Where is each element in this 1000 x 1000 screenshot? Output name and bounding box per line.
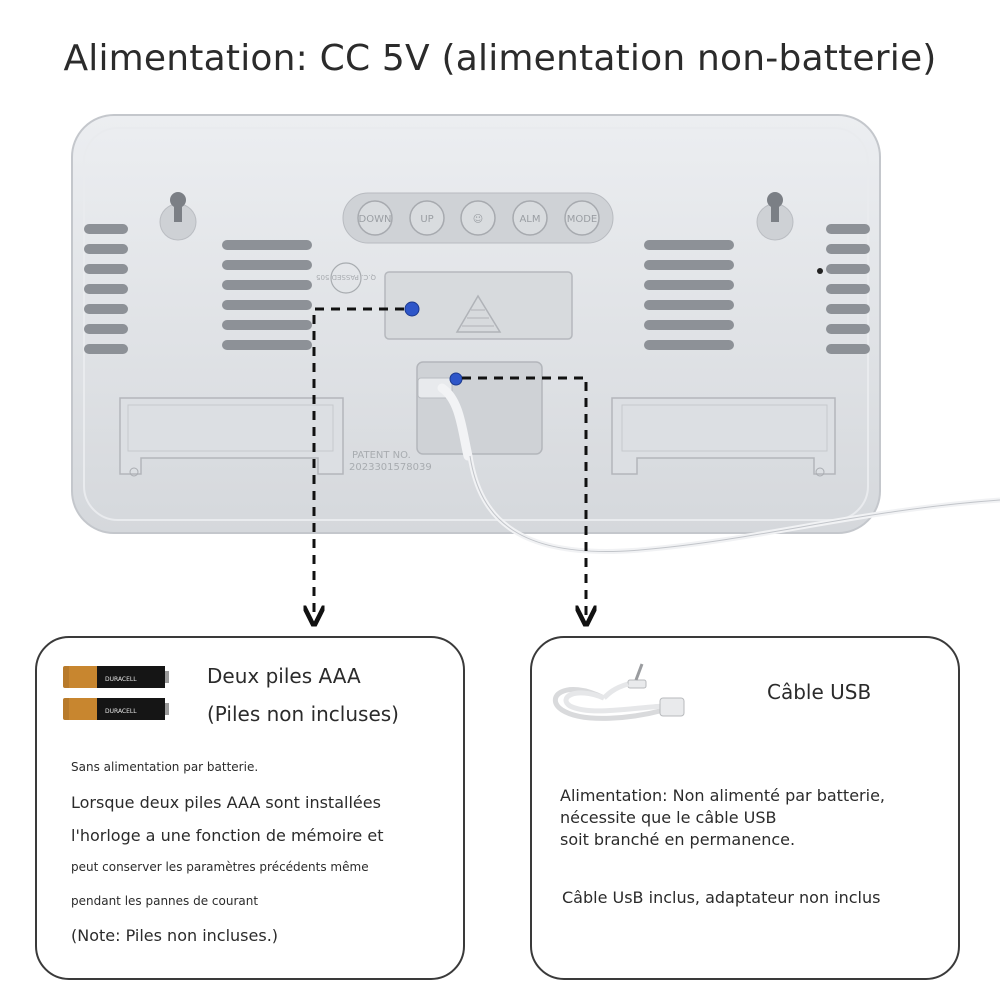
device-button-label-5: MODE (567, 214, 598, 225)
device-button-label-2: UP (420, 214, 433, 225)
keyhole-right (756, 192, 794, 241)
usb-cable-image (553, 663, 685, 721)
vent-slot-left-edge (84, 344, 128, 354)
battery-brand-1: DURACELL (105, 676, 137, 683)
battery-heading: Deux piles AAA (207, 664, 361, 688)
battery-subheading: (Piles non incluses) (207, 702, 399, 726)
device-buttons: DOWN UP ☺ ALM MODE (357, 200, 600, 236)
battery-line-3: l'horloge a une fonction de mémoire et (71, 826, 384, 845)
stand-left (119, 397, 344, 477)
usb-line-3: soit branché en permanence. (560, 830, 796, 849)
vent-slot-right-edge (826, 284, 870, 294)
vent-slot-left-edge (84, 304, 128, 314)
device-button-5 (564, 200, 600, 236)
vent-slot-right (644, 340, 734, 350)
stand-right (611, 397, 836, 477)
battery-door (384, 271, 573, 340)
battery-info-box: DURACELL DURACELL Deux piles AAA (Piles … (35, 636, 465, 980)
vent-slot-right-edge (826, 244, 870, 254)
patent-label: PATENT NO. (352, 450, 411, 461)
vent-slot-right-edge (826, 304, 870, 314)
battery-line-4: peut conserver les paramètres précédents… (71, 860, 369, 874)
aaa-batteries-image: DURACELL DURACELL (63, 666, 169, 720)
qc-stamp: Q.C. PASSED 505 (316, 262, 376, 294)
qc-label: Q.C. PASSED 505 (316, 273, 376, 281)
page-title: Alimentation: CC 5V (alimentation non-ba… (63, 38, 937, 79)
vent-slot-left (222, 240, 312, 250)
device-button-label-1: DOWN (359, 214, 392, 225)
battery-note: (Note: Piles non incluses.) (71, 926, 279, 945)
battery-marker (404, 301, 420, 317)
vent-slot-right-edge (826, 224, 870, 234)
vent-slot-left-edge (84, 284, 128, 294)
device-button-label-4: ALM (519, 214, 540, 225)
usb-info-box: Câble USB Alimentation: Non alimenté par… (530, 636, 960, 980)
patent-number: 2023301578039 (349, 462, 432, 473)
device-button-label-3: ☺ (473, 214, 483, 225)
vent-slot-left (222, 340, 312, 350)
device-button-3 (460, 200, 496, 236)
usb-line-2: nécessite que le câble USB (560, 808, 777, 827)
vent-slot-right (644, 240, 734, 250)
battery-line-5: pendant les pannes de courant (71, 894, 259, 908)
vent-slot-right-edge (826, 344, 870, 354)
vent-slot-left (222, 320, 312, 330)
usb-line-4: Câble UsB inclus, adaptateur non inclus (562, 888, 881, 907)
keyhole-left (159, 192, 197, 241)
usb-line-1: Alimentation: Non alimenté par batterie, (560, 786, 885, 805)
vent-slot-left-edge (84, 244, 128, 254)
vent-slot-right (644, 260, 734, 270)
usb-marker (449, 372, 463, 386)
vent-slot-right (644, 320, 734, 330)
device-button-4 (512, 200, 548, 236)
battery-line-1: Sans alimentation par batterie. (71, 760, 259, 774)
vent-slot-left-edge (84, 324, 128, 334)
vent-slot-right (644, 280, 734, 290)
ventilation-slots (84, 224, 870, 354)
vent-slot-left (222, 300, 312, 310)
vent-slot-left (222, 280, 312, 290)
vent-slot-left (222, 260, 312, 270)
clock-back-illustration: DOWN UP ☺ ALM MODE Q.C. PASSED 505 PATENT NO… (71, 114, 1000, 640)
vent-slot-left-edge (84, 224, 128, 234)
usb-port-recess (416, 361, 543, 461)
device-button-2 (409, 200, 445, 236)
battery-brand-2: DURACELL (105, 708, 137, 715)
vent-slot-right-edge (826, 264, 870, 274)
vent-slot-left-edge (84, 264, 128, 274)
vent-slot-right-edge (826, 324, 870, 334)
battery-line-2: Lorsque deux piles AAA sont installées (71, 793, 381, 812)
usb-heading: Câble USB (767, 680, 872, 704)
vent-slot-right (644, 300, 734, 310)
device-button-1 (357, 200, 393, 236)
battery-arrow (314, 307, 404, 616)
